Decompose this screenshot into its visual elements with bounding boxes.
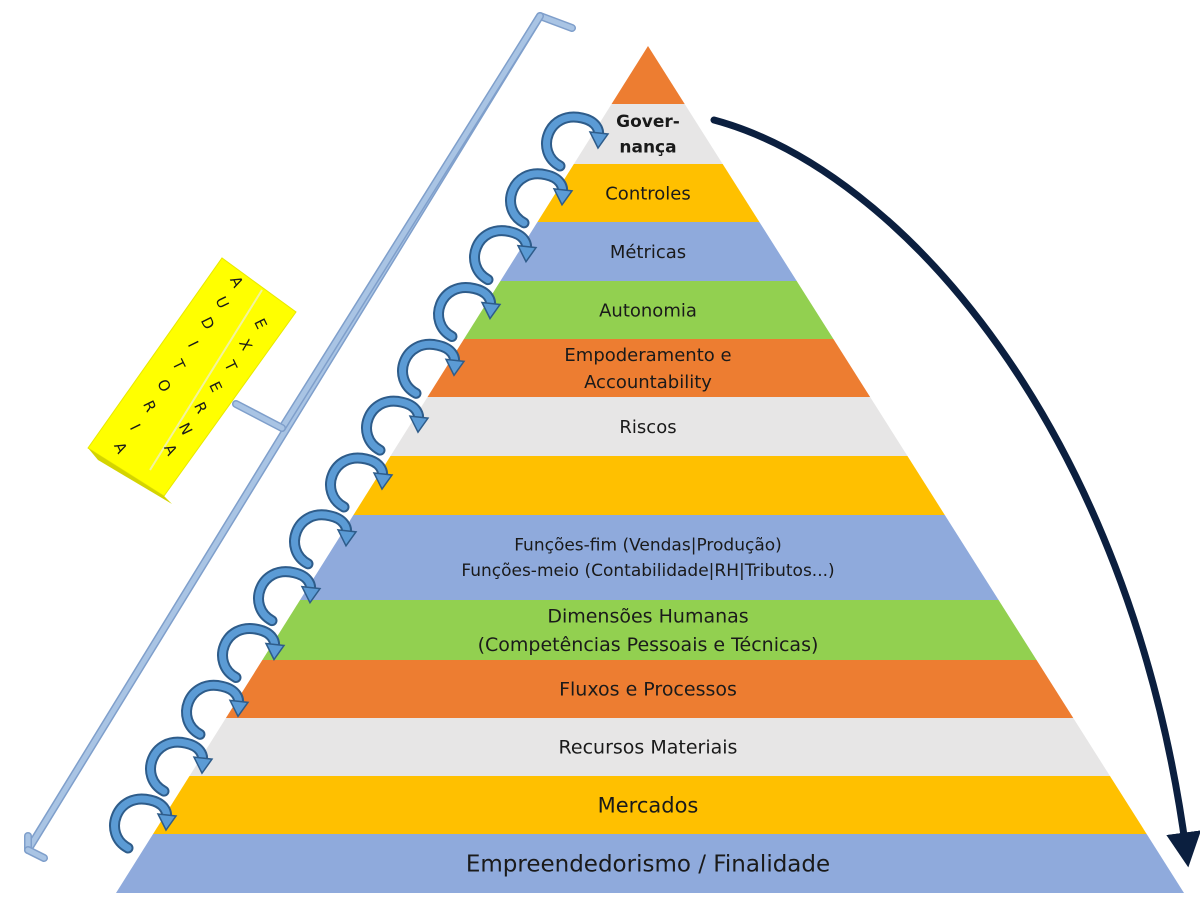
spiral-loop-12 xyxy=(543,113,602,170)
bracket-fill-4 xyxy=(233,401,285,431)
spiral-arrow-6 xyxy=(325,452,394,513)
pyramid-label-10-0: Fluxos e Processos xyxy=(559,679,737,701)
spiral-head-3 xyxy=(264,642,286,661)
pyramid-layer-13 xyxy=(116,834,1184,893)
pyramid-label-5-0: Empoderamento e xyxy=(564,345,731,366)
spiral-arrow-0 xyxy=(109,793,178,854)
spiral-loop-5 xyxy=(291,511,350,568)
spiral-arrows xyxy=(109,111,610,854)
spiral-arrow-4 xyxy=(253,566,322,627)
pyramid-label-8-0: Funções-fim (Vendas|Produção) xyxy=(514,536,782,556)
spiral-arrow-2 xyxy=(181,679,250,740)
pyramid-label-6-0: Riscos xyxy=(619,417,676,438)
spiral-head-11 xyxy=(552,187,574,207)
spiral-arrow-3 xyxy=(217,623,286,683)
audit-label-left-face xyxy=(88,448,172,504)
pyramid-layer-8 xyxy=(300,515,999,600)
pyramid-layer-7 xyxy=(353,456,945,515)
spiral-head-0 xyxy=(156,813,178,832)
pyramid-label-13-0: Empreendedorismo / Finalidade xyxy=(466,852,830,878)
spiral-loop-11 xyxy=(507,170,566,227)
pyramid-label-2-0: Controles xyxy=(605,183,691,204)
pyramid-layer-6 xyxy=(390,397,908,456)
spiral-arrow-12 xyxy=(541,111,610,172)
spiral-head-9 xyxy=(480,301,502,320)
spiral-arrow-1 xyxy=(145,736,214,797)
pyramid-layer-0 xyxy=(611,46,685,104)
pyramid-layer-5 xyxy=(427,339,871,397)
bracket-fill-3 xyxy=(279,13,543,431)
spiral-loop-9 xyxy=(435,284,494,340)
pyramid-layer-9 xyxy=(262,600,1037,660)
spiral-head-12 xyxy=(588,131,610,150)
spiral-loop-0 xyxy=(111,795,170,852)
spiral-arrow-10 xyxy=(469,225,538,286)
spiral-head-4 xyxy=(300,585,322,605)
pyramid-layer-1 xyxy=(573,104,723,164)
pyramid-label-3-0: Métricas xyxy=(610,242,686,263)
spiral-loop-3 xyxy=(219,625,278,681)
pyramid-layer-2 xyxy=(537,164,760,222)
pyramid-layer-10 xyxy=(225,660,1074,718)
pyramid-label-4-0: Autonomia xyxy=(599,300,697,321)
spiral-head-8 xyxy=(444,358,466,377)
pyramid-label-9-1: (Competências Pessoais e Técnicas) xyxy=(478,634,819,656)
pyramid-label-5-1: Accountability xyxy=(584,372,712,393)
pyramid-label-12-0: Mercados xyxy=(598,793,699,817)
spiral-head-2 xyxy=(228,699,250,718)
audit-label-ridge xyxy=(149,289,263,471)
spiral-loop-4 xyxy=(255,568,314,625)
spiral-loop-7 xyxy=(363,397,422,454)
spiral-loop-2 xyxy=(183,681,242,738)
spiral-arrow-11 xyxy=(505,168,574,229)
audit-scope-bracket xyxy=(24,12,576,862)
spiral-head-1 xyxy=(192,756,214,775)
pyramid-layer-11 xyxy=(189,718,1110,776)
pyramid-label-8-1: Funções-meio (Contabilidade|RH|Tributos.… xyxy=(461,561,834,581)
return-arrow xyxy=(710,116,1200,868)
spiral-loop-8 xyxy=(399,340,458,397)
pyramid-layer-4 xyxy=(463,281,834,339)
spiral-loop-10 xyxy=(471,227,530,284)
pyramid-layer-12 xyxy=(153,776,1147,834)
pyramid-layers xyxy=(116,46,1184,893)
spiral-head-10 xyxy=(516,244,538,264)
spiral-head-6 xyxy=(372,472,394,491)
spiral-loop-6 xyxy=(327,454,386,511)
spiral-arrow-8 xyxy=(397,338,466,399)
spiral-arrow-7 xyxy=(361,395,430,456)
auditWord1-letter-7: I xyxy=(126,421,144,433)
spiral-arrow-5 xyxy=(289,509,358,570)
auditWord1-letter-3: I xyxy=(184,338,202,350)
spiral-arrow-9 xyxy=(433,282,502,342)
pyramid-labels: Gover-nançaControlesMétricasAutonomiaEmp… xyxy=(461,112,834,877)
bracket-fill-2 xyxy=(25,847,47,861)
pyramid-layer-3 xyxy=(500,222,797,281)
pyramid-label-1-0: Gover- xyxy=(616,112,680,132)
pyramid-label-1-1: nança xyxy=(619,138,676,158)
spiral-head-7 xyxy=(408,415,430,434)
spiral-head-5 xyxy=(336,528,358,548)
pyramid-label-11-0: Recursos Materiais xyxy=(559,737,738,759)
spiral-loop-1 xyxy=(147,738,206,795)
pyramid-label-9-0: Dimensões Humanas xyxy=(547,605,748,627)
